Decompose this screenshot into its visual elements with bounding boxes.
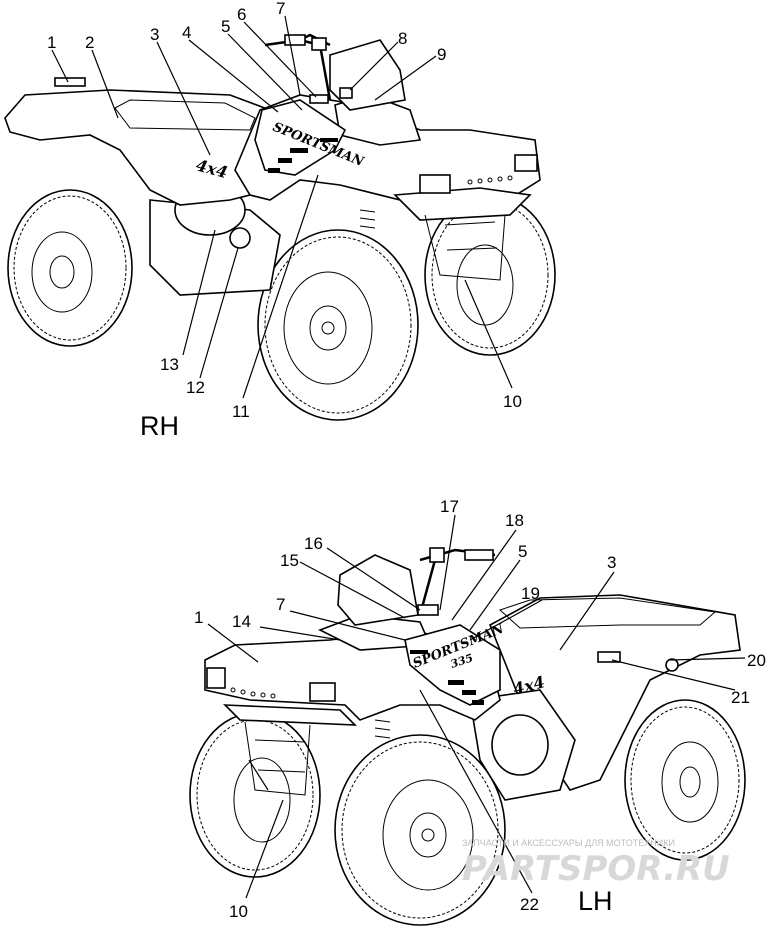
lh-decal-16 (417, 604, 439, 616)
rh-decal-8 (339, 87, 353, 99)
lh-callout-17: 17 (440, 497, 459, 516)
rh-callout-6: 6 (237, 5, 246, 24)
lh-callout-22: 22 (520, 895, 539, 914)
rh-grill-dots (467, 175, 513, 185)
lh-brush-guard (244, 721, 311, 796)
rh-front-wheel (257, 229, 419, 421)
lh-callout-10: 10 (229, 902, 248, 921)
rh-callout-3: 3 (150, 25, 159, 44)
lh-callout-18: 18 (505, 511, 524, 530)
rh-callout-9: 9 (437, 45, 446, 64)
lh-callout-7: 7 (276, 595, 285, 614)
rh-callout-10: 10 (503, 392, 522, 411)
rh-rear-fender (4, 89, 291, 206)
lh-callout-1: 1 (194, 608, 203, 627)
rh-headlight-left (419, 174, 451, 194)
lh-spring (374, 719, 391, 739)
rh-rear-wheel (7, 189, 133, 347)
rh-side-decal-12 (229, 227, 251, 249)
rh-callouts: 1 2 3 4 5 6 7 8 9 10 11 12 13 (47, 0, 522, 421)
rh-spring (359, 209, 376, 229)
rh-callout-12: 12 (186, 378, 205, 397)
lh-leader-lines (207, 514, 746, 899)
lh-view: SPORTSMAN 335 4x4 (189, 497, 766, 926)
lh-callout-14: 14 (232, 612, 251, 631)
rh-callout-7: 7 (276, 0, 285, 18)
lh-headlight-left (206, 667, 226, 689)
rh-brush-guard (424, 214, 506, 281)
lh-rear-far-wheel (624, 699, 746, 861)
lh-callout-16: 16 (304, 534, 323, 553)
lh-decal-21 (597, 651, 621, 663)
lh-engine-cover (491, 714, 549, 776)
lh-rear-light (665, 658, 679, 672)
lh-side-decal-panel (404, 624, 501, 706)
lh-callout-3: 3 (607, 553, 616, 572)
rh-callout-4: 4 (182, 23, 191, 42)
rh-rear-reflector (54, 77, 86, 87)
watermark-logo: PARTSPOR.RU (462, 849, 730, 889)
watermark: ЗАПЧАСТИ И АКСЕССУАРЫ ДЛЯ МОТОТЕХНИКИ PA… (462, 838, 730, 889)
lh-callout-21: 21 (731, 688, 750, 707)
rh-view: SPORTSMAN 4x4 1 2 (4, 0, 556, 441)
rh-headlight-pod (329, 39, 406, 111)
lh-callout-19: 19 (521, 584, 540, 603)
lh-rear-near-wheel (334, 734, 506, 926)
rh-callout-13: 13 (160, 355, 179, 374)
rh-callout-2: 2 (85, 33, 94, 52)
rh-callout-8: 8 (398, 29, 407, 48)
lh-decal-stripes (410, 650, 484, 705)
watermark-tagline: ЗАПЧАСТИ И АКСЕССУАРЫ ДЛЯ МОТОТЕХНИКИ (462, 838, 675, 848)
lh-callout-15: 15 (280, 551, 299, 570)
lh-front-bumper (222, 704, 358, 726)
rh-decal-6 (309, 94, 329, 104)
rh-side-decal-panel (254, 99, 347, 176)
lh-headlight-right (309, 682, 336, 702)
rh-decal-stripes (268, 138, 338, 173)
rh-front-bumper (393, 187, 532, 221)
rh-callout-5: 5 (221, 17, 230, 36)
lh-view-label: LH (578, 886, 613, 916)
lh-grill-dots (230, 687, 276, 699)
lh-headlight-pod (337, 554, 419, 626)
rh-view-label: RH (140, 411, 179, 441)
rh-callout-11: 11 (232, 402, 250, 421)
rh-callout-1: 1 (47, 33, 56, 52)
rh-leader-lines (51, 15, 513, 399)
rh-headlight-right (514, 154, 538, 172)
lh-callout-5: 5 (518, 542, 527, 561)
lh-callouts: 1 3 5 7 10 14 15 16 17 18 19 20 21 22 (194, 497, 766, 921)
lh-callout-20: 20 (747, 651, 766, 670)
